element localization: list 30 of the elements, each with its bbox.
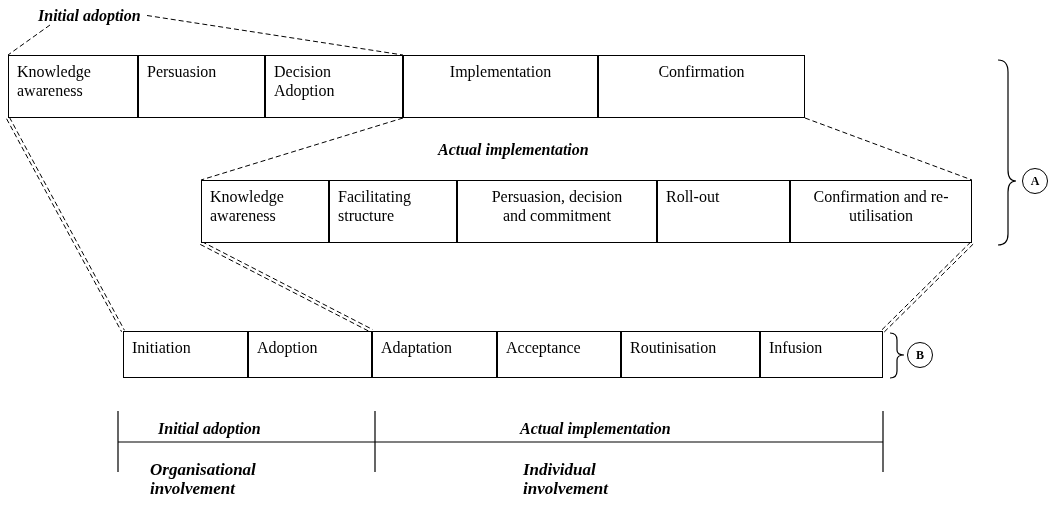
phase-cell: Acceptance bbox=[497, 331, 621, 378]
phase-cell: Roll-out bbox=[657, 180, 790, 243]
projection-line bbox=[7, 24, 51, 56]
phase-heading: Actual implementation bbox=[438, 140, 589, 159]
phase-caption: Individual involvement bbox=[523, 460, 610, 498]
projection-line bbox=[881, 241, 974, 333]
phase-cell: Initiation bbox=[123, 331, 248, 378]
circle-marker: A bbox=[1022, 168, 1048, 194]
phase-heading: Initial adoption bbox=[158, 419, 261, 438]
phase-cell: Infusion bbox=[760, 331, 883, 378]
phase-caption: Organisational involvement bbox=[150, 460, 257, 498]
phase-cell: Decision Adoption bbox=[265, 55, 403, 118]
phase-cell: Confirmation bbox=[598, 55, 805, 118]
phase-cell: Routinisation bbox=[621, 331, 760, 378]
phase-cell: Adoption bbox=[248, 331, 372, 378]
phase-cell: Knowledge awareness bbox=[8, 55, 138, 118]
phase-cell: Persuasion bbox=[138, 55, 265, 118]
phase-heading: Actual implementation bbox=[520, 419, 671, 438]
phase-cell: Adaptation bbox=[372, 331, 497, 378]
projection-line bbox=[200, 117, 404, 181]
phase-cell: Implementation bbox=[403, 55, 598, 118]
projection-line bbox=[199, 241, 374, 333]
heading-text: Initial adoption bbox=[38, 6, 141, 25]
phase-cell: Facilitating structure bbox=[329, 180, 457, 243]
circle-marker: B bbox=[907, 342, 933, 368]
projection-line bbox=[804, 117, 973, 181]
projection-line bbox=[6, 116, 125, 333]
phase-cell: Persuasion, decision and commitment bbox=[457, 180, 657, 243]
phase-cell: Confirmation and re-utilisation bbox=[790, 180, 972, 243]
phase-cell: Knowledge awareness bbox=[201, 180, 329, 243]
